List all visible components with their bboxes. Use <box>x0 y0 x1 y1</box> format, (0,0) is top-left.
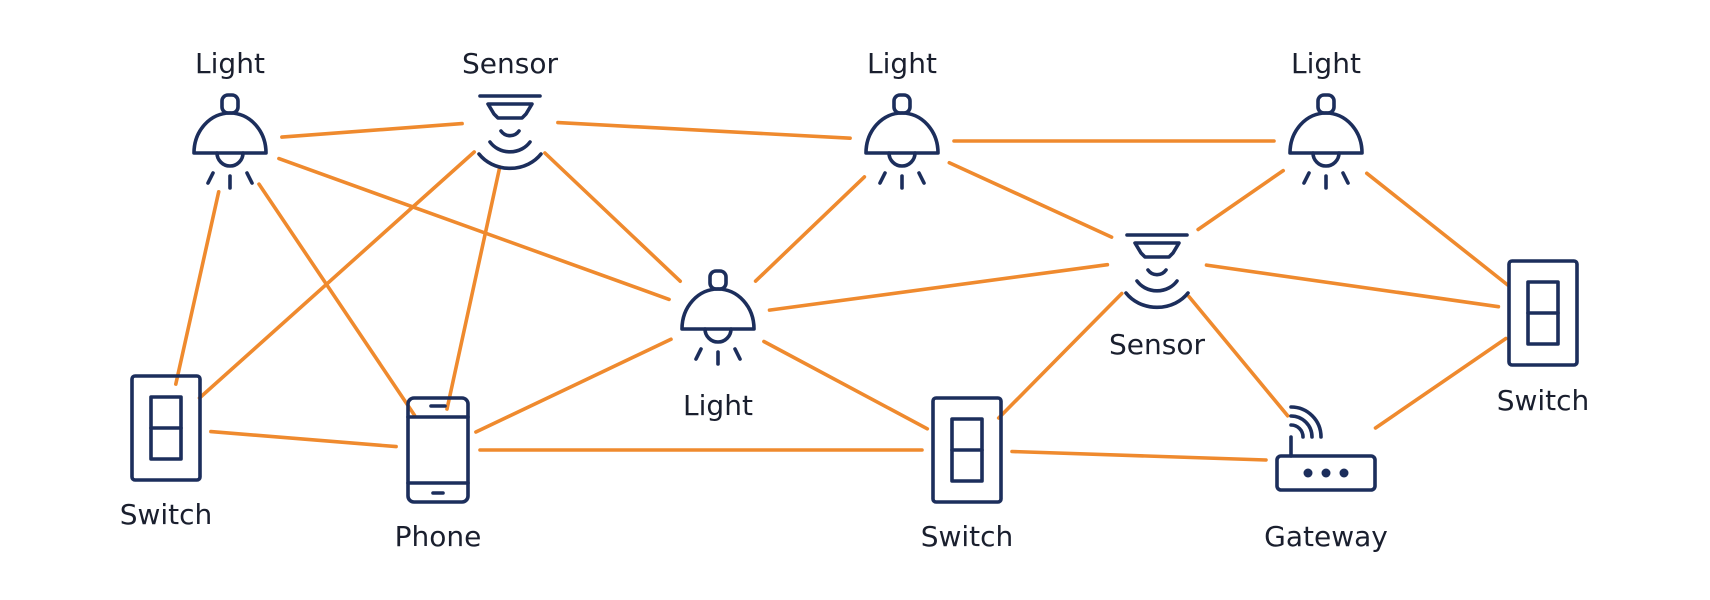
light-icon <box>864 93 940 190</box>
edge-light1-switch1 <box>174 190 221 386</box>
device-nodes: Light Sensor Light <box>120 47 1590 553</box>
node-gateway: Gateway <box>1264 405 1388 553</box>
edge-gateway-switch3 <box>1373 336 1508 430</box>
node-switch2: Switch <box>921 396 1014 553</box>
node-label: Sensor <box>1109 328 1205 361</box>
node-switch1: Switch <box>120 374 213 531</box>
edge-sensor1-light4 <box>543 151 683 284</box>
node-light4: Light <box>680 269 756 422</box>
edge-switch1-phone <box>209 429 398 449</box>
edge-sensor1-light2 <box>556 120 852 140</box>
edge-sensor2-gateway <box>1187 294 1290 418</box>
connection-lines <box>174 120 1510 462</box>
light-icon <box>1288 93 1364 190</box>
edge-sensor2-switch3 <box>1204 263 1501 309</box>
node-label: Sensor <box>462 47 558 80</box>
switch-icon <box>1507 259 1579 367</box>
node-label: Switch <box>120 498 213 531</box>
switch-icon <box>130 374 202 482</box>
node-light2: Light <box>864 47 940 190</box>
edge-sensor1-switch1 <box>197 150 477 400</box>
node-label: Light <box>683 389 753 422</box>
edge-sensor1-phone <box>445 165 502 411</box>
light-icon <box>192 93 268 190</box>
edge-light2-sensor2 <box>947 160 1114 239</box>
edge-light2-light4 <box>753 175 867 283</box>
node-sensor1: Sensor <box>462 47 558 171</box>
light-icon <box>680 269 756 366</box>
switch-icon <box>931 396 1003 504</box>
node-light3: Light <box>1288 47 1364 190</box>
edge-light4-phone <box>474 337 673 434</box>
node-label: Light <box>1291 47 1361 80</box>
gateway-icon <box>1275 405 1377 492</box>
node-light1: Light <box>192 47 268 190</box>
edge-light4-switch2 <box>762 339 930 431</box>
node-sensor2: Sensor <box>1109 233 1205 361</box>
edge-light1-light4 <box>277 156 671 302</box>
edge-switch2-gateway <box>1010 449 1268 462</box>
node-label: Phone <box>395 520 482 553</box>
phone-icon <box>406 396 470 504</box>
node-label: Gateway <box>1264 520 1388 553</box>
edge-light4-sensor2 <box>767 262 1110 312</box>
node-label: Switch <box>921 520 1014 553</box>
node-label: Light <box>867 47 937 80</box>
sensor-icon <box>1124 233 1190 310</box>
node-label: Light <box>195 47 265 80</box>
node-phone: Phone <box>395 396 482 553</box>
edge-light3-switch3 <box>1365 171 1510 287</box>
sensor-icon <box>477 94 543 171</box>
node-switch3: Switch <box>1497 259 1590 417</box>
node-label: Switch <box>1497 384 1590 417</box>
edge-sensor2-switch2 <box>996 291 1124 420</box>
edge-light1-sensor1 <box>280 121 464 139</box>
edge-light3-sensor2 <box>1196 168 1285 232</box>
edge-light1-phone <box>257 182 417 418</box>
